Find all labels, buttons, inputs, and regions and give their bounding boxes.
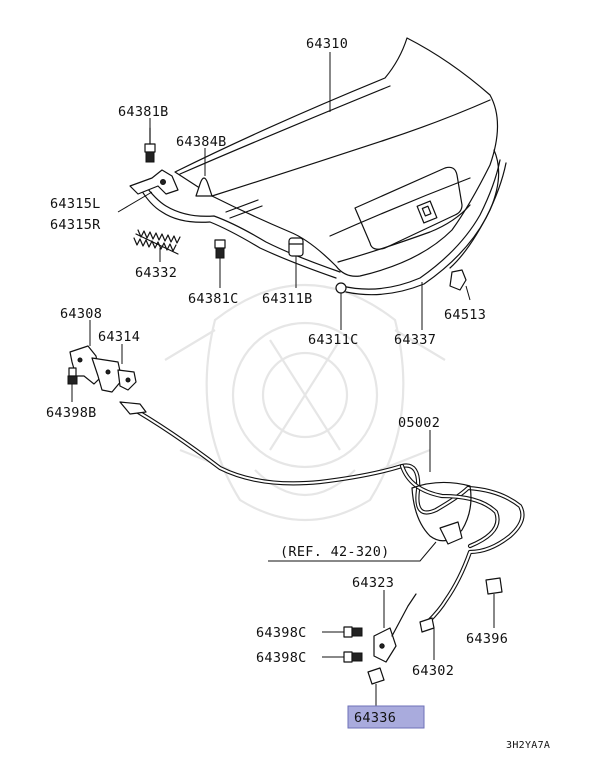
bolt-64381c[interactable] (214, 239, 226, 288)
bolt-64398b[interactable] (67, 367, 78, 402)
release-lever[interactable] (439, 521, 463, 545)
label-64336[interactable]: 64336 (354, 710, 396, 726)
label-64384b[interactable]: 64384B (176, 134, 227, 150)
label-64381c[interactable]: 64381C (188, 291, 239, 307)
spring-64332[interactable] (133, 229, 181, 262)
weatherstrip-inner (345, 162, 507, 296)
torsion-rod-2 (143, 183, 341, 273)
label-64315l[interactable]: 64315L (50, 196, 101, 212)
rod-stripe (225, 199, 263, 219)
label-64311b[interactable]: 64311B (262, 291, 313, 307)
label-64310[interactable]: 64310 (306, 36, 348, 52)
bumper-64311c[interactable] (335, 282, 347, 330)
clip-64513[interactable] (449, 269, 471, 301)
bolt-64398c-lower[interactable] (322, 651, 363, 663)
latch-assembly[interactable] (69, 320, 137, 393)
label-64315r[interactable]: 64315R (50, 217, 101, 233)
release-lever-outline (411, 481, 472, 542)
ref-leader (268, 541, 437, 562)
lock-assembly[interactable] (373, 590, 417, 663)
label-64398c-lower[interactable]: 64398C (256, 650, 307, 666)
weatherstrip[interactable] (341, 159, 501, 290)
label-64311c[interactable]: 64311C (308, 332, 359, 348)
release-cable[interactable] (119, 401, 525, 633)
diagram-code: 3H2YA7A (506, 740, 550, 751)
trunk-lid[interactable] (174, 37, 500, 277)
label-64302[interactable]: 64302 (412, 663, 454, 679)
bumper-64311b[interactable] (288, 237, 304, 288)
label-64308[interactable]: 64308 (60, 306, 102, 322)
hinge-clip[interactable] (129, 169, 179, 195)
label-64513[interactable]: 64513 (444, 307, 486, 323)
bolt-64381b[interactable] (144, 127, 156, 163)
clip-64396[interactable] (485, 577, 503, 628)
bolt-64398c-upper[interactable] (322, 626, 363, 638)
label-64323[interactable]: 64323 (352, 575, 394, 591)
highlight-box (347, 705, 425, 729)
leader-64315 (117, 191, 153, 213)
label-64396[interactable]: 64396 (466, 631, 508, 647)
clip-64336[interactable] (367, 667, 385, 706)
label-64332[interactable]: 64332 (135, 265, 177, 281)
label-ref-42-320[interactable]: (REF. 42-320) (280, 544, 390, 560)
clip-64384b[interactable] (195, 148, 213, 197)
label-05002[interactable]: 05002 (398, 415, 440, 431)
torsion-rod[interactable] (139, 187, 337, 279)
label-64381b[interactable]: 64381B (118, 104, 169, 120)
label-64337[interactable]: 64337 (394, 332, 436, 348)
label-64314[interactable]: 64314 (98, 329, 140, 345)
label-64398b[interactable]: 64398B (46, 405, 97, 421)
label-64398c-upper[interactable]: 64398C (256, 625, 307, 641)
